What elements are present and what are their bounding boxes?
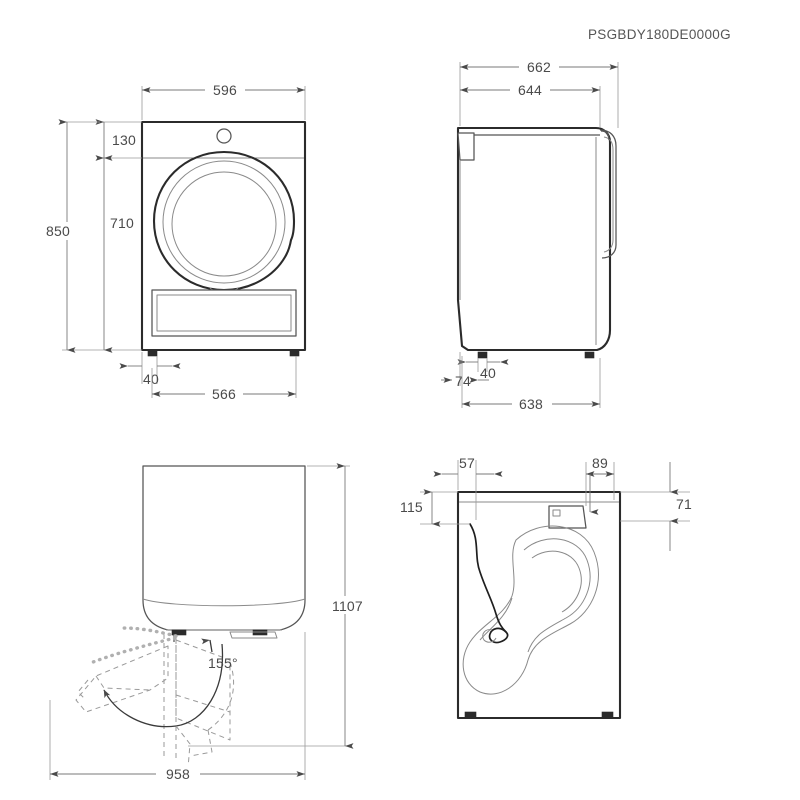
filter-drawer-panel <box>151 289 297 337</box>
door-swing-arc <box>103 643 224 728</box>
rear-foot-left <box>464 711 477 719</box>
dim-596-label: 596 <box>213 82 237 98</box>
rear-terminal-box <box>548 505 587 529</box>
side-view: 662 644 40 74 638 <box>441 58 619 412</box>
cable-coil-detail <box>482 629 497 643</box>
dim-1107-text-bg <box>330 596 374 614</box>
top-front-seam <box>142 598 306 607</box>
dim-662-text-bg <box>519 58 559 75</box>
dim-57-label: 57 <box>459 455 475 471</box>
dim-89-label: 89 <box>592 455 608 471</box>
dim-74-label: 74 <box>455 373 471 389</box>
dim-71-label: 71 <box>676 496 692 512</box>
dim-850-label: 850 <box>46 223 70 239</box>
door-lower-dashed-2 <box>189 729 213 757</box>
side-door-bulge <box>599 129 617 259</box>
door-outer-ring <box>152 150 296 292</box>
dim-130-label: 130 <box>112 132 136 148</box>
dim-40-side-label: 40 <box>480 365 496 381</box>
filter-drawer-inner <box>156 294 292 332</box>
front-view: 596 130 710 850 40 <box>44 81 307 402</box>
top-lug-left <box>171 629 187 636</box>
door-lower-dashed <box>175 725 191 769</box>
dim-40-front-label: 40 <box>143 371 159 387</box>
top-view-door-swing: 155° 1107 958 <box>49 463 374 783</box>
rear-terminal-detail <box>552 509 561 517</box>
dim-566-text-bg <box>205 385 243 402</box>
rear-view: 57 89 71 115 <box>400 455 692 720</box>
side-rear-recess <box>457 132 475 161</box>
side-door-hinge-detail <box>600 130 610 141</box>
door-open-intermediate <box>175 639 231 741</box>
top-door-handle-plate <box>229 631 278 639</box>
swing-envelope-dashed <box>207 661 234 731</box>
door-mid-ring <box>162 160 286 284</box>
dim-644-label: 644 <box>518 82 542 98</box>
side-body-outline <box>456 126 612 352</box>
control-knob-icon <box>216 128 232 144</box>
angle-155-label: 155° <box>208 655 238 671</box>
door-open-intermediate-edge <box>175 694 231 713</box>
dim-1107-label: 1107 <box>332 598 363 614</box>
front-foot-left <box>147 349 158 357</box>
door-face-dotted-2 <box>120 626 178 638</box>
dim-958-text-bg <box>156 765 200 783</box>
front-foot-right <box>289 349 300 357</box>
dim-566-label: 566 <box>212 386 236 402</box>
door-face-dotted <box>86 636 177 666</box>
power-cable <box>469 523 507 633</box>
door-fully-open-edge <box>77 679 89 701</box>
side-foot-rear <box>584 351 595 359</box>
cable-plug-coil <box>488 627 509 644</box>
door-fully-open-outline <box>75 645 169 713</box>
dim-662-label: 662 <box>527 59 551 75</box>
dim-850-text-bg <box>44 222 80 240</box>
rear-drum-inner-2 <box>531 550 582 613</box>
dim-638-text-bg <box>512 395 552 412</box>
door-fully-open-inner <box>95 675 151 691</box>
product-code-label: PSGBDY180DE0000G <box>588 27 731 42</box>
rear-drum-outline <box>462 525 599 695</box>
side-foot-front <box>477 351 488 359</box>
dim-644-text-bg <box>510 81 550 98</box>
dim-958-label: 958 <box>166 766 190 782</box>
dim-710-text-bg <box>106 214 140 232</box>
dim-115-label: 115 <box>400 499 423 515</box>
door-glass-ring <box>171 171 277 277</box>
rear-foot-right <box>601 711 614 719</box>
door-swing-arc-start-arrow <box>201 638 213 653</box>
dim-710-label: 710 <box>110 215 134 231</box>
dim-596-text-bg <box>205 81 245 98</box>
dim-638-label: 638 <box>519 396 543 412</box>
rear-drum-inner-1 <box>523 538 591 653</box>
rear-cabinet-outline <box>456 490 622 720</box>
